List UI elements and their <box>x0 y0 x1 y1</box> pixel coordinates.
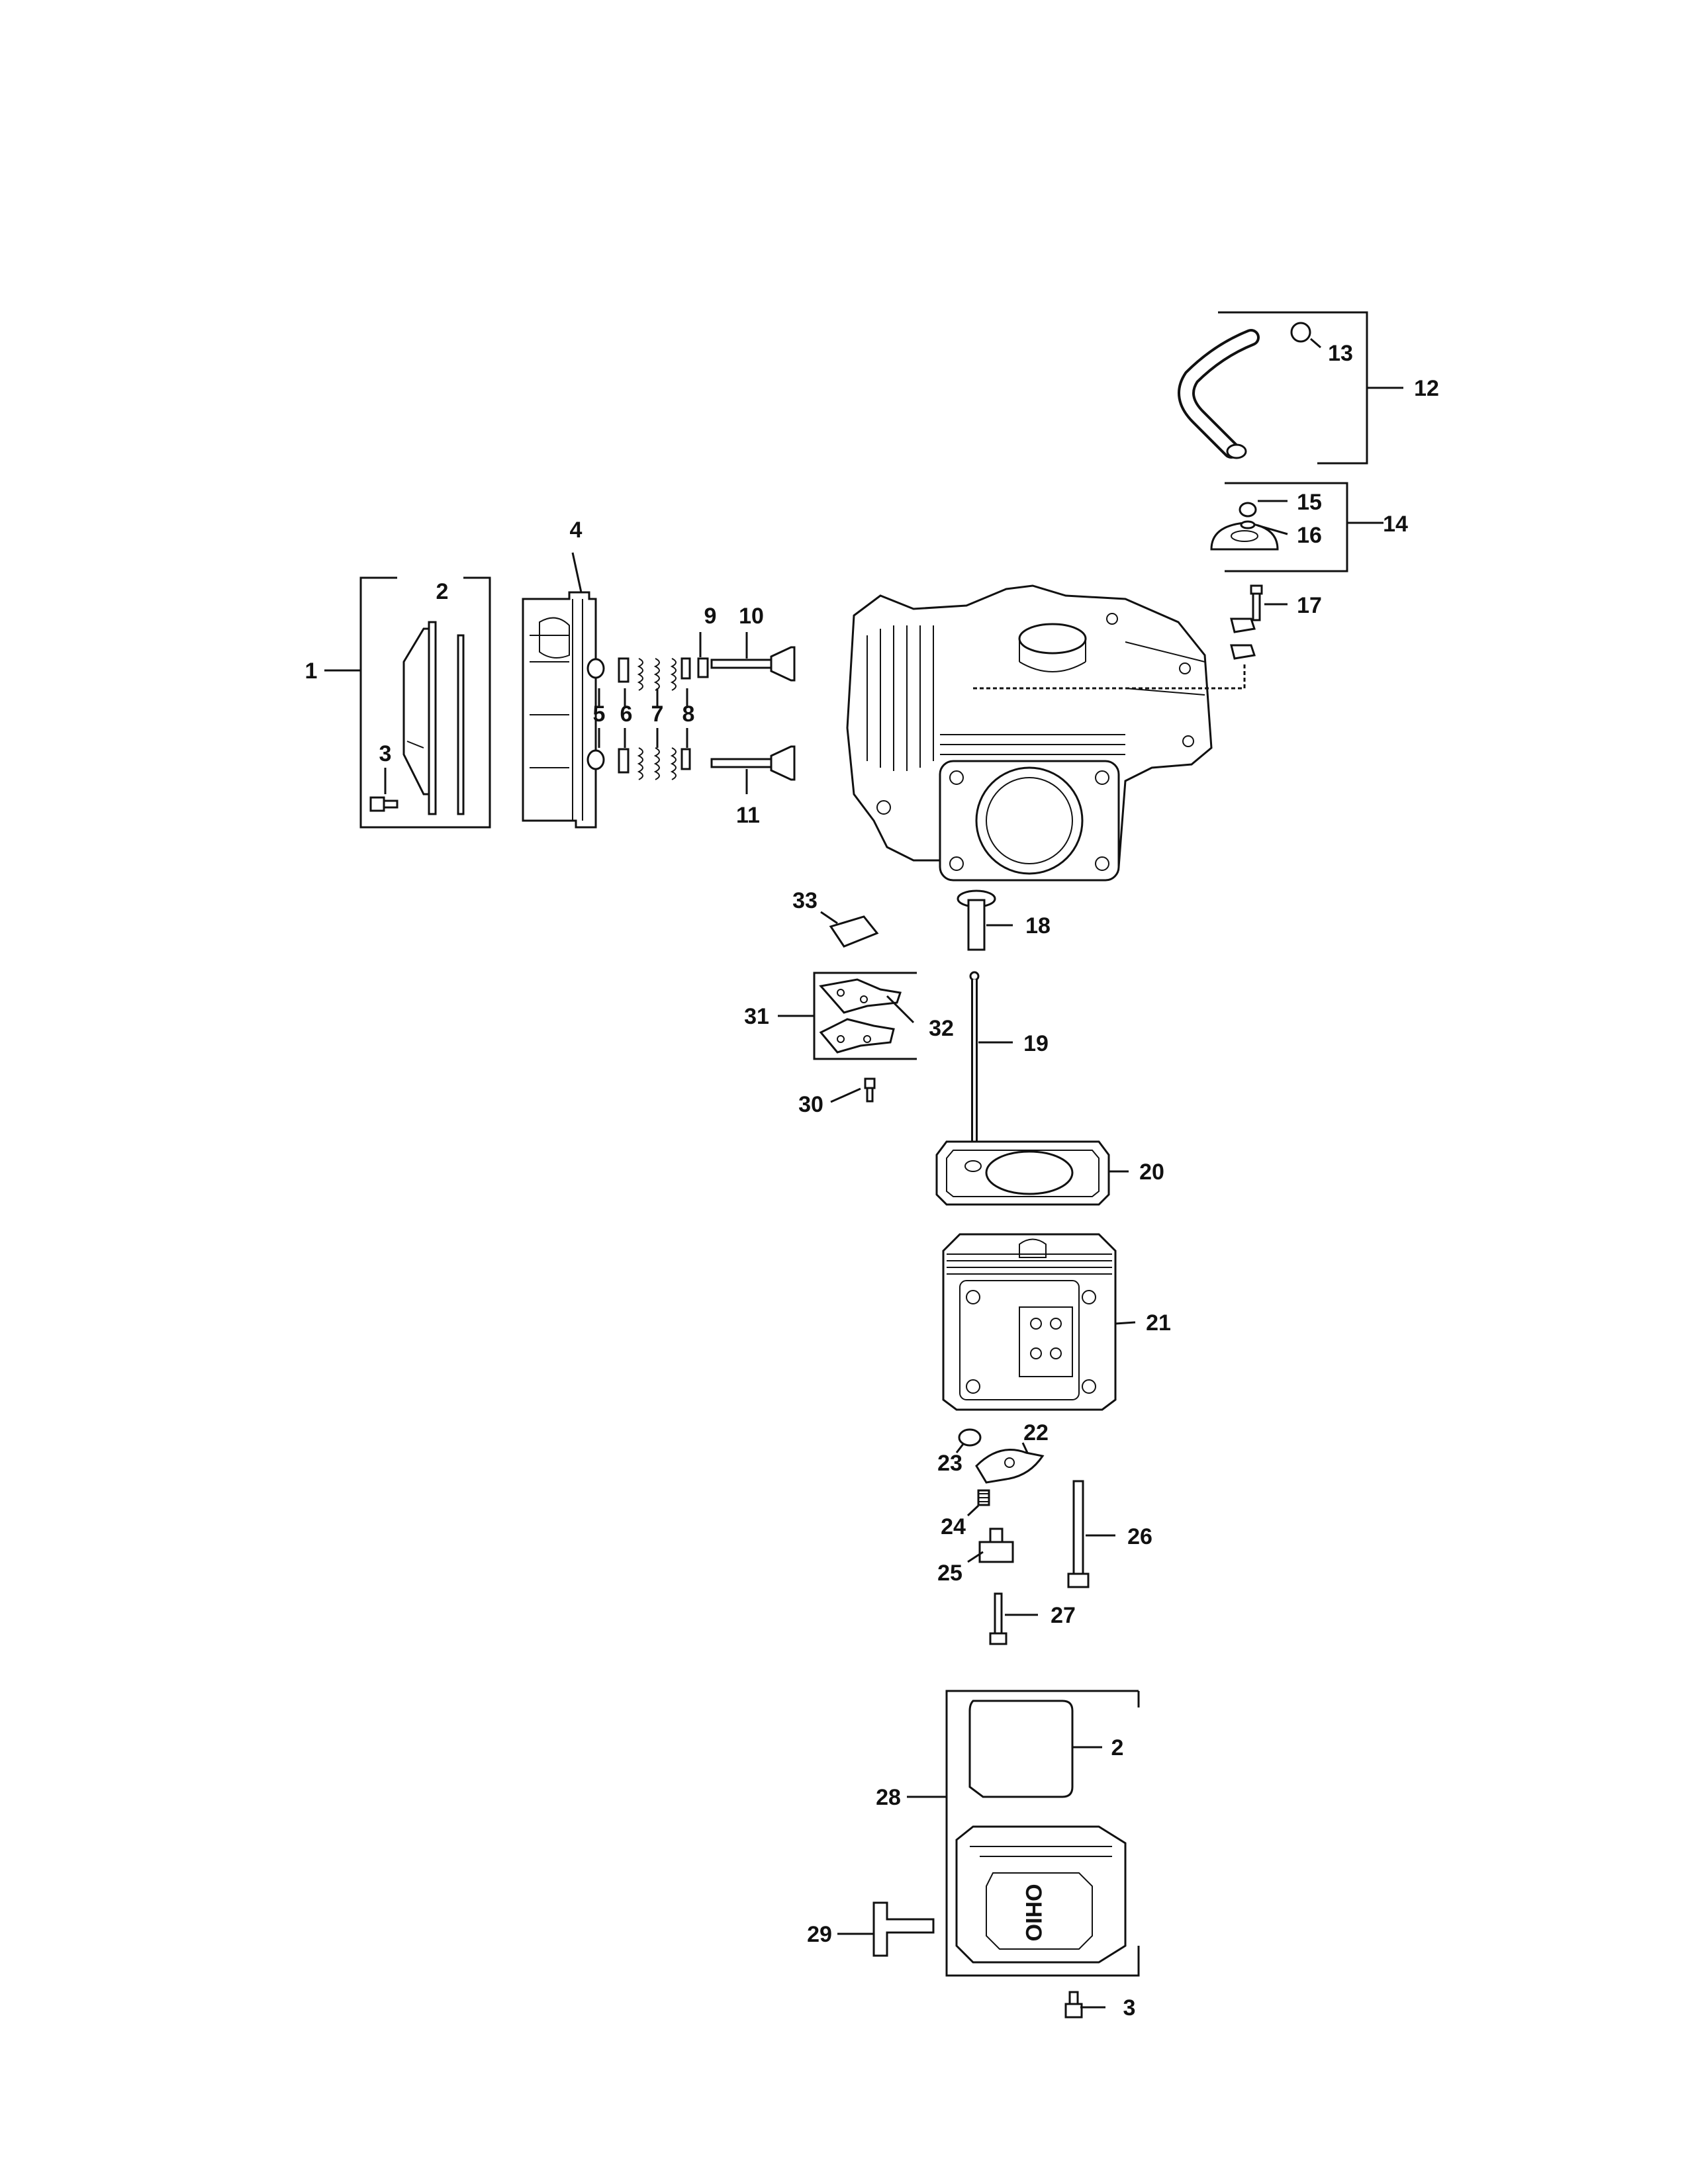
label-30: 30 <box>798 1092 823 1117</box>
label-5: 5 <box>593 702 606 727</box>
group-box-1 <box>324 576 491 829</box>
group-box-14 <box>1225 482 1383 572</box>
breather-clip-part <box>1230 617 1256 660</box>
label-3-lower: 3 <box>1123 1995 1136 2021</box>
label-16: 16 <box>1297 523 1322 548</box>
cylinder-head-assembly-part <box>942 1233 1136 1411</box>
label-2: 2 <box>436 579 449 604</box>
label-9: 9 <box>704 604 717 629</box>
rocker-arm-part <box>975 1442 1045 1484</box>
label-6: 6 <box>620 702 633 727</box>
cover-gasket-strip <box>428 621 465 815</box>
engine-block-part <box>846 584 1246 882</box>
label-29: 29 <box>807 1922 832 1947</box>
label-15: 15 <box>1297 490 1322 515</box>
group-box-28 <box>907 1690 1140 1977</box>
label-22: 22 <box>1023 1420 1049 1445</box>
group-box-12 <box>1218 311 1403 465</box>
block-33 <box>820 911 879 948</box>
head-gasket-part <box>935 1140 1129 1206</box>
label-21: 21 <box>1146 1310 1171 1336</box>
valve-train-upper <box>586 657 709 691</box>
label-26: 26 <box>1127 1524 1152 1549</box>
baffle-32 <box>819 978 915 1054</box>
label-17: 17 <box>1297 593 1322 618</box>
part-labels: 1 2 3 4 5 6 7 8 9 10 11 12 13 14 15 16 1… <box>305 341 1439 2021</box>
label-8: 8 <box>682 702 695 727</box>
label-4: 4 <box>570 518 583 543</box>
label-23: 23 <box>937 1451 962 1476</box>
screw-27 <box>989 1592 1038 1645</box>
label-19: 19 <box>1023 1031 1049 1056</box>
bracket-29 <box>837 1901 935 1957</box>
pivot-24 <box>966 1489 990 1517</box>
label-12: 12 <box>1414 376 1439 401</box>
label-25: 25 <box>937 1561 962 1586</box>
leader-5-6-7-8 <box>598 688 688 748</box>
guide-25 <box>967 1527 1014 1563</box>
valve-cover-part <box>402 627 432 796</box>
label-10: 10 <box>739 604 764 629</box>
label-28: 28 <box>876 1785 901 1810</box>
label-11: 11 <box>736 803 760 828</box>
label-27: 27 <box>1051 1603 1076 1628</box>
head-bolt-26 <box>1067 1480 1115 1588</box>
screw-30 <box>830 1077 876 1103</box>
group-box-31 <box>778 972 917 1060</box>
label-33: 33 <box>792 888 818 913</box>
label-13: 13 <box>1328 341 1353 366</box>
label-24: 24 <box>941 1514 966 1539</box>
label-7: 7 <box>651 702 664 727</box>
label-14: 14 <box>1383 512 1408 537</box>
cylinder-head-part <box>522 552 597 829</box>
label-2-lower: 2 <box>1111 1735 1124 1760</box>
breather-cover-part <box>1210 500 1288 551</box>
exhaust-valve-part <box>710 745 796 794</box>
label-32: 32 <box>929 1016 954 1041</box>
hose-clamp-13 <box>1290 322 1321 349</box>
bolt-17 <box>1250 584 1288 621</box>
breather-hose-part <box>1178 329 1260 459</box>
valve-cover-28: OHIO <box>955 1825 1127 1964</box>
intake-valve-part <box>710 632 796 682</box>
screw-3-bottom <box>1064 1991 1105 2019</box>
label-3: 3 <box>379 741 392 766</box>
label-18: 18 <box>1025 913 1051 938</box>
valve-train-lower <box>586 747 691 780</box>
nut-23 <box>955 1428 982 1453</box>
label-1: 1 <box>305 659 318 684</box>
screw-3-left <box>369 768 399 812</box>
valve-lifter-part <box>957 889 1013 951</box>
label-31: 31 <box>744 1004 769 1029</box>
label-20: 20 <box>1139 1160 1164 1185</box>
cover-embossing-text: OHIO <box>1021 1884 1046 1942</box>
cover-gasket-28 <box>968 1700 1102 1798</box>
